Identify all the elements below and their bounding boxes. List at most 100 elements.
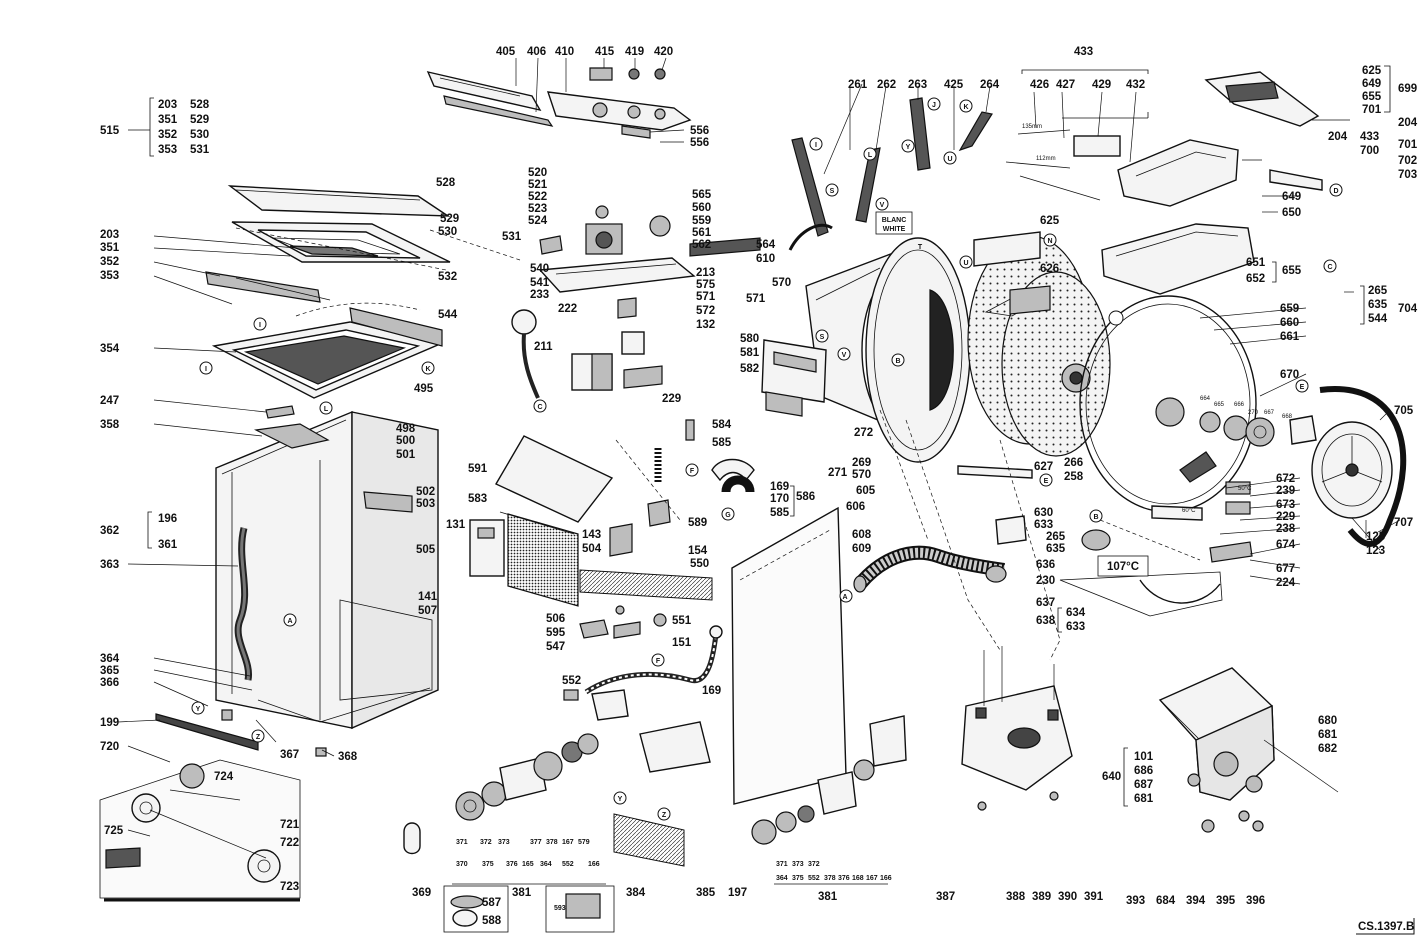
part-label: 571 bbox=[696, 291, 716, 303]
part-label: 426 bbox=[1030, 79, 1049, 91]
callout-letter: Y bbox=[618, 796, 623, 803]
part-label: 589 bbox=[688, 517, 707, 529]
callout-letter: A bbox=[287, 618, 292, 625]
part-label: 591 bbox=[468, 463, 488, 475]
part-label: 681 bbox=[1318, 729, 1338, 741]
part-label: 579 bbox=[578, 839, 590, 846]
part-label: 199 bbox=[100, 717, 119, 729]
part-label: 375 bbox=[482, 861, 494, 868]
assembly-guides bbox=[295, 229, 1201, 661]
part-label: 204 bbox=[1328, 131, 1348, 143]
callout-letters: A A B B C C D E E F F G I I I J K K L L … bbox=[191, 102, 1339, 821]
part-label: 166 bbox=[588, 861, 600, 868]
part-label: 560 bbox=[692, 202, 711, 214]
part-label: 420 bbox=[654, 46, 673, 58]
pressure-switch-544 bbox=[511, 309, 547, 413]
part-label: 586 bbox=[796, 491, 815, 503]
callout-letter: Y bbox=[196, 706, 201, 713]
part-label: 358 bbox=[100, 419, 120, 431]
part-label: 503 bbox=[416, 498, 435, 510]
part-label: 264 bbox=[980, 79, 1000, 91]
callout-letter: K bbox=[425, 366, 430, 373]
part-label: 364 bbox=[540, 861, 552, 868]
part-label: 495 bbox=[414, 383, 434, 395]
callout-letter: V bbox=[842, 352, 847, 359]
small-tag: 135mm bbox=[1022, 124, 1042, 130]
part-label: 370 bbox=[456, 861, 468, 868]
part-label: 505 bbox=[416, 544, 436, 556]
part-label: 204 bbox=[1398, 117, 1418, 129]
callout-letter: B bbox=[1093, 514, 1098, 521]
part-label: 626 bbox=[1040, 263, 1059, 275]
part-label: 551 bbox=[672, 615, 692, 627]
timer-mechanism bbox=[538, 205, 761, 319]
callout-letter: S bbox=[820, 334, 825, 341]
callout-letter: B bbox=[895, 358, 900, 365]
callout-letter: I bbox=[815, 142, 817, 149]
tub-front-half bbox=[865, 237, 971, 463]
part-label: 500 bbox=[396, 435, 415, 447]
part-label: 707 bbox=[1394, 517, 1413, 529]
part-label: 123 bbox=[1366, 545, 1385, 557]
part-label: 502 bbox=[416, 486, 435, 498]
small-tag: 665 bbox=[1214, 402, 1225, 408]
part-label: 353 bbox=[100, 270, 119, 282]
part-label: 154 bbox=[688, 545, 708, 557]
part-label: 351 bbox=[158, 114, 178, 126]
thermostat-cluster bbox=[1039, 451, 1253, 563]
part-label: 686 bbox=[1134, 765, 1153, 777]
part-label: 703 bbox=[1398, 169, 1417, 181]
small-tag: 270 bbox=[1248, 410, 1259, 416]
part-label: 610 bbox=[756, 253, 775, 265]
part-label: 271 bbox=[828, 467, 848, 479]
part-label: 405 bbox=[496, 46, 516, 58]
part-label: 524 bbox=[528, 215, 548, 227]
part-label: 433 bbox=[1360, 131, 1379, 143]
part-label: 515 bbox=[100, 125, 120, 137]
part-label: 571 bbox=[746, 293, 766, 305]
part-label: 585 bbox=[712, 437, 732, 449]
part-label: 528 bbox=[436, 177, 456, 189]
part-label: 606 bbox=[846, 501, 865, 513]
part-label: 659 bbox=[1280, 303, 1299, 315]
part-label: 582 bbox=[740, 363, 759, 375]
part-label: 387 bbox=[936, 891, 955, 903]
part-label: 705 bbox=[1394, 405, 1414, 417]
leader-lines bbox=[117, 57, 1401, 837]
callout-letter: T bbox=[918, 244, 923, 251]
part-label: 552 bbox=[808, 875, 820, 882]
part-label: 721 bbox=[280, 819, 300, 831]
part-label: 265 bbox=[1368, 285, 1388, 297]
part-label: 528 bbox=[190, 99, 210, 111]
part-label: 580 bbox=[740, 333, 759, 345]
callout-letter: U bbox=[947, 156, 952, 163]
part-label: 636 bbox=[1036, 559, 1055, 571]
sticker-blanc: BLANC bbox=[882, 217, 907, 224]
part-label: 362 bbox=[100, 525, 119, 537]
callout-letter: U bbox=[963, 260, 968, 267]
part-label: 376 bbox=[838, 875, 850, 882]
part-label: 633 bbox=[1066, 621, 1085, 633]
part-label: 169 bbox=[702, 685, 721, 697]
part-label: 521 bbox=[528, 179, 548, 191]
part-label: 655 bbox=[1362, 91, 1382, 103]
control-panel bbox=[426, 67, 692, 139]
part-label: 151 bbox=[672, 637, 692, 649]
part-label: 369 bbox=[412, 887, 431, 899]
part-label: 559 bbox=[692, 215, 711, 227]
part-label: 529 bbox=[190, 114, 209, 126]
part-label: 361 bbox=[158, 539, 178, 551]
part-label: 351 bbox=[100, 242, 120, 254]
part-label: 410 bbox=[555, 46, 574, 58]
part-label: 272 bbox=[854, 427, 873, 439]
part-label: 393 bbox=[1126, 895, 1145, 907]
part-label: 265 bbox=[1046, 531, 1066, 543]
part-label: 406 bbox=[527, 46, 546, 58]
part-label: 649 bbox=[1282, 191, 1301, 203]
part-label: 378 bbox=[546, 839, 558, 846]
drawing-reference: CS.1397.B bbox=[1358, 921, 1414, 933]
part-label: 222 bbox=[558, 303, 577, 315]
part-label: 699 bbox=[1398, 83, 1417, 95]
part-label: 660 bbox=[1280, 317, 1299, 329]
callout-letter: C bbox=[537, 404, 542, 411]
